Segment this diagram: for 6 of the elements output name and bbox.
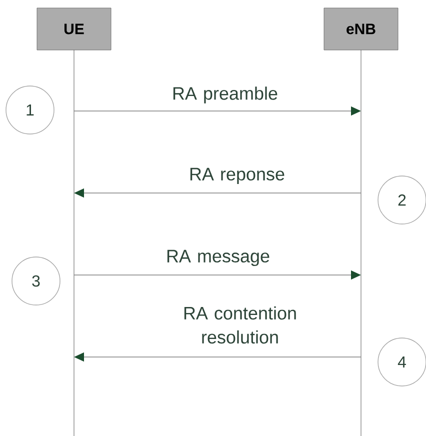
message-label: RA reponse [190, 168, 284, 184]
message-label: RA preamble [173, 86, 278, 104]
lifeline-head-box: eNB [324, 8, 398, 50]
message-label: RA contention resolution [184, 306, 296, 344]
lifeline-head-box: UE [36, 8, 112, 50]
message-label: RA message [167, 250, 270, 266]
